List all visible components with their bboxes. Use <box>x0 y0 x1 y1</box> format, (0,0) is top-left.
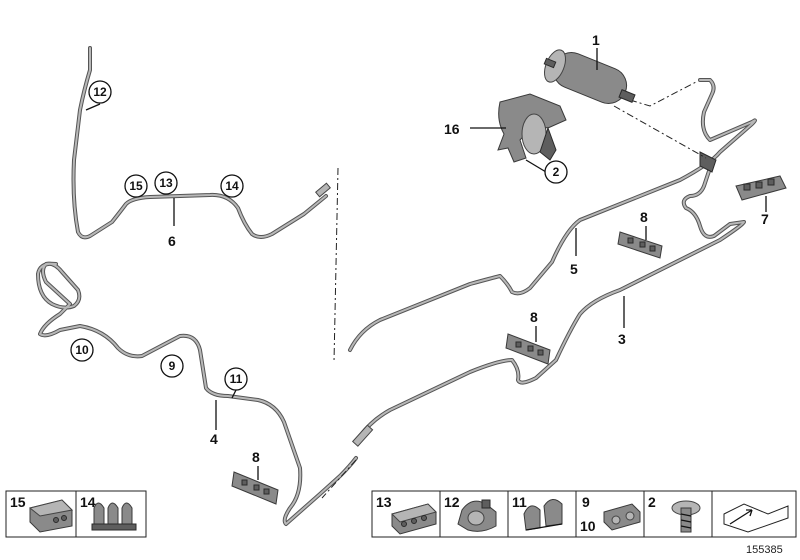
label-part-9: 9 <box>160 354 184 378</box>
label-part-8-middle: 8 <box>530 309 538 325</box>
label-part-12: 12 <box>88 80 112 104</box>
svg-text:14: 14 <box>225 179 239 193</box>
svg-text:13: 13 <box>159 176 173 190</box>
svg-text:15: 15 <box>129 179 143 193</box>
clip-11-icon <box>523 499 563 531</box>
pipe-5 <box>348 78 757 352</box>
legend-left: 15 14 <box>5 490 147 538</box>
legend-id-9: 9 <box>582 494 590 510</box>
legend-id-14: 14 <box>80 494 96 510</box>
legend-id-11: 11 <box>512 494 527 510</box>
label-part-11: 11 <box>224 367 248 391</box>
legend-right: 13 12 11 9 10 2 <box>371 490 797 538</box>
pipe-4 <box>36 261 358 526</box>
clip-8b <box>505 333 551 365</box>
label-part-15-pipe: 15 <box>124 174 148 198</box>
svg-text:9: 9 <box>169 359 176 373</box>
clip-9-10-icon <box>603 503 641 531</box>
label-part-10: 10 <box>70 338 94 362</box>
orientation-arrow-icon <box>723 503 789 533</box>
connection-lines <box>321 81 707 499</box>
fuel-filter <box>543 49 636 104</box>
filter-bracket <box>497 93 567 163</box>
clip-15-icon <box>28 499 74 533</box>
clip-12-icon <box>457 499 497 532</box>
svg-text:12: 12 <box>93 85 107 99</box>
label-part-16: 16 <box>444 121 460 137</box>
label-part-3: 3 <box>618 331 626 347</box>
pipe-3 <box>351 151 746 447</box>
legend-id-2: 2 <box>648 494 656 510</box>
legend-id-15: 15 <box>10 494 26 510</box>
bolt-2-icon <box>671 500 701 533</box>
label-part-2: 2 <box>544 160 568 184</box>
legend-id-12: 12 <box>444 494 460 510</box>
label-part-6: 6 <box>168 233 176 249</box>
label-part-8-lower: 8 <box>252 449 260 465</box>
label-part-5: 5 <box>570 261 578 277</box>
label-part-4: 4 <box>210 431 218 447</box>
label-part-13-pipe: 13 <box>154 171 178 195</box>
clip-14-icon <box>91 502 137 531</box>
legend-id-10: 10 <box>580 518 596 534</box>
svg-text:2: 2 <box>553 165 560 179</box>
pipe-6 <box>71 46 331 240</box>
label-part-1: 1 <box>592 32 600 48</box>
clip-8c <box>231 471 279 505</box>
clip-7 <box>735 175 787 201</box>
legend-id-13: 13 <box>376 494 392 510</box>
svg-text:10: 10 <box>75 343 89 357</box>
clip-13-icon <box>391 503 437 535</box>
leader-lines <box>85 48 767 480</box>
label-part-14-pipe: 14 <box>220 174 244 198</box>
label-part-8-upper: 8 <box>640 209 648 225</box>
svg-text:11: 11 <box>230 372 243 386</box>
clip-8a <box>617 231 663 259</box>
label-part-7: 7 <box>761 211 769 227</box>
reference-number: 155385 <box>746 544 783 556</box>
